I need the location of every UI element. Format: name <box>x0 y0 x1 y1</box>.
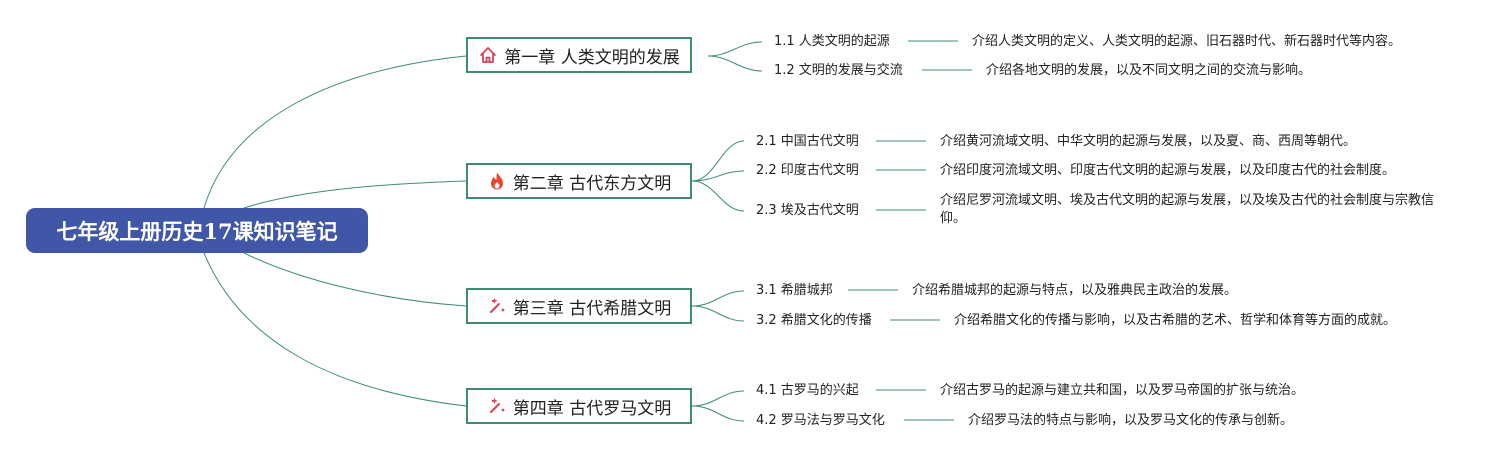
fire-icon <box>487 171 507 191</box>
chapter-2-topic[interactable]: 第二章 古代东方文明 <box>466 163 692 199</box>
root-topic[interactable]: 七年级上册历史17课知识笔记 <box>26 208 368 253</box>
root-connector-ch3 <box>243 252 467 307</box>
section-1-2-desc: 介绍各地文明的发展，以及不同文明之间的交流与影响。 <box>986 63 1312 78</box>
ch3-branch-2 <box>691 305 745 322</box>
chapter-1-topic[interactable]: 第一章 人类文明的发展 <box>466 37 692 73</box>
section-1-1[interactable]: 1.1 人类文明的起源 <box>774 34 890 49</box>
section-3-2[interactable]: 3.2 希腊文化的传播 <box>756 313 872 328</box>
ch4-branch-2 <box>691 405 745 422</box>
ch1-branch-1 <box>707 41 763 57</box>
section-2-3[interactable]: 2.3 埃及古代文明 <box>756 203 859 218</box>
section-1-2[interactable]: 1.2 文明的发展与交流 <box>774 63 903 78</box>
section-4-2-desc: 介绍罗马法的特点与影响，以及罗马文化的传承与创新。 <box>968 413 1294 428</box>
section-1-1-desc: 介绍人类文明的定义、人类文明的起源、旧石器时代、新石器时代等内容。 <box>972 34 1402 49</box>
section-4-1-desc: 介绍古罗马的起源与建立共和国，以及罗马帝国的扩张与统治。 <box>940 383 1305 398</box>
section-4-2[interactable]: 4.2 罗马法与罗马文化 <box>756 413 885 428</box>
section-2-1[interactable]: 2.1 中国古代文明 <box>756 134 859 149</box>
ch2-branch-2 <box>691 170 745 182</box>
sparkle-wand-icon <box>487 396 507 416</box>
chapter-3-title: 第三章 古代希腊文明 <box>512 298 672 319</box>
root-title: 七年级上册历史17课知识笔记 <box>56 218 338 244</box>
ch3-branch-1 <box>691 290 745 307</box>
sparkle-wand-icon <box>487 296 507 316</box>
ch2-branch-3 <box>691 180 745 212</box>
chapter-4-topic[interactable]: 第四章 古代罗马文明 <box>466 388 692 424</box>
house-icon <box>478 45 498 65</box>
chapter-1-title: 第一章 人类文明的发展 <box>504 47 680 68</box>
root-connector-ch4 <box>203 252 467 407</box>
section-3-1[interactable]: 3.1 希腊城邦 <box>756 283 833 298</box>
root-connector-ch2 <box>243 180 467 209</box>
ch2-branch-1 <box>691 140 745 182</box>
section-2-3-desc: 介绍尼罗河流域文明、埃及古代文明的起源与发展，以及埃及古代的社会制度与宗教信仰。 <box>940 193 1435 226</box>
ch1-branch-2 <box>707 55 763 72</box>
chapter-2-title: 第二章 古代东方文明 <box>512 173 672 194</box>
section-2-2-desc: 介绍印度河流域文明、印度古代文明的起源与发展，以及印度古代的社会制度。 <box>940 163 1396 178</box>
chapter-3-topic[interactable]: 第三章 古代希腊文明 <box>466 288 692 324</box>
section-3-2-desc: 介绍希腊文化的传播与影响，以及古希腊的艺术、哲学和体育等方面的成就。 <box>954 313 1397 328</box>
section-3-1-desc: 介绍希腊城邦的起源与特点，以及雅典民主政治的发展。 <box>912 283 1238 298</box>
section-4-1[interactable]: 4.1 古罗马的兴起 <box>756 383 859 398</box>
section-2-1-desc: 介绍黄河流域文明、中华文明的起源与发展，以及夏、商、西周等朝代。 <box>940 134 1357 149</box>
chapter-4-title: 第四章 古代罗马文明 <box>512 398 672 419</box>
root-connector-ch1 <box>203 55 467 209</box>
section-2-2[interactable]: 2.2 印度古代文明 <box>756 163 859 178</box>
ch4-branch-1 <box>691 390 745 407</box>
